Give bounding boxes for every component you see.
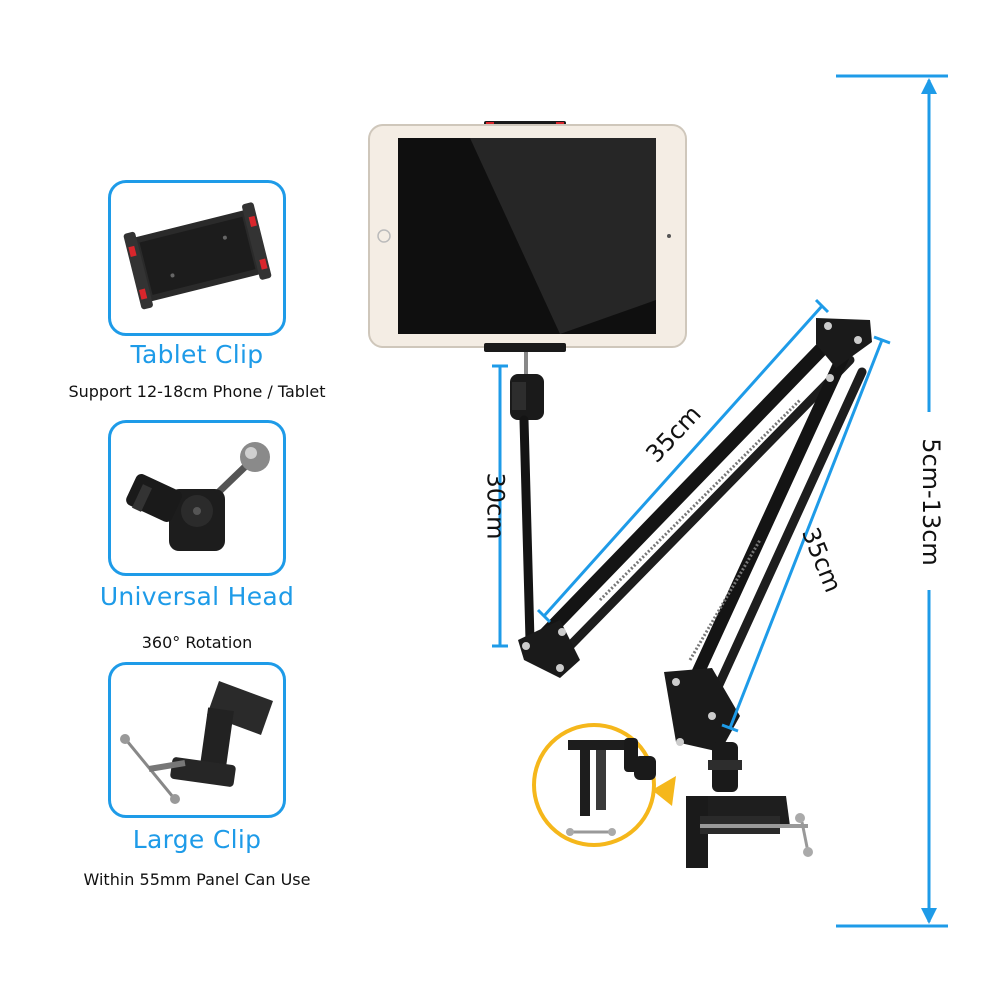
tablet-clip-icon — [123, 202, 272, 310]
feature-desc-universal-head: 360° Rotation — [141, 633, 253, 652]
clamp-callout — [532, 723, 676, 847]
feature-title-large-clip: Large Clip — [132, 825, 262, 854]
stand-arms — [518, 318, 872, 705]
feature-desc-tablet-clip: Support 12-18cm Phone / Tablet — [68, 382, 326, 401]
stand-pole — [510, 352, 544, 645]
feature-title-universal-head: Universal Head — [99, 582, 295, 611]
universal-head-thumbnail — [108, 420, 286, 576]
feature-title-tablet-clip: Tablet Clip — [130, 340, 264, 369]
large-clip-icon — [120, 681, 273, 804]
feature-desc-large-clip: Within 55mm Panel Can Use — [83, 870, 311, 889]
dimension-label-pole: 30cm — [481, 472, 510, 540]
stand-base — [664, 668, 813, 868]
tablet-image — [368, 121, 687, 352]
tablet-clip-thumbnail — [108, 180, 286, 336]
dimension-lines — [492, 74, 948, 928]
large-clip-thumbnail — [108, 662, 286, 818]
dimension-label-height-range: 5cm-13cm — [916, 438, 945, 566]
universal-head-icon — [126, 442, 270, 551]
